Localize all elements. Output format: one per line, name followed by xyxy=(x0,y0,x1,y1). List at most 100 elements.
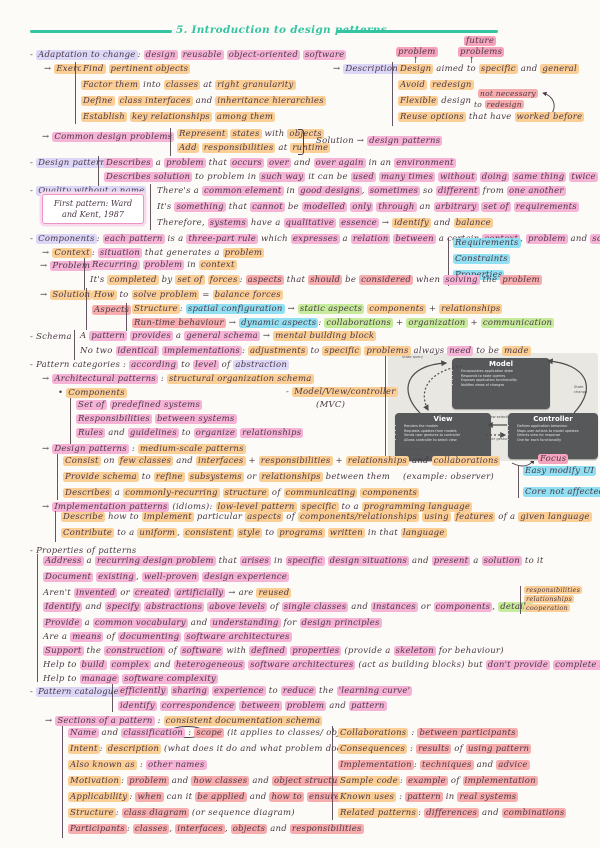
note-line: Describes a problem that occurs over and… xyxy=(104,158,456,169)
note-text: and xyxy=(173,456,196,466)
highlighted-text: relationships xyxy=(345,456,409,466)
highlighted-text: responsibilities xyxy=(258,456,333,466)
highlighted-text: something xyxy=(174,202,226,212)
highlighted-text: Context xyxy=(52,248,92,258)
note-text: + xyxy=(467,318,481,328)
highlighted-text: Structure xyxy=(132,304,180,314)
note-text: and xyxy=(479,808,502,818)
highlighted-text: general schema xyxy=(184,331,260,341)
highlighted-text: reusable xyxy=(180,50,224,60)
highlighted-text: Flexible xyxy=(398,96,439,106)
label-aspects: Aspects xyxy=(92,305,132,316)
highlighted-text: objects xyxy=(287,129,324,139)
highlighted-text: complex xyxy=(109,660,152,670)
highlighted-text: Establish xyxy=(81,112,128,122)
label-implementation-patterns: → Implementation patterns (idioms): low-… xyxy=(42,502,473,513)
note-text: or xyxy=(417,602,434,612)
note-line: Design aimed to specific and general xyxy=(398,64,579,75)
highlighted-text: occurs xyxy=(229,158,265,168)
divider-line xyxy=(98,156,99,186)
highlighted-text: Implementation patterns xyxy=(52,502,170,512)
highlighted-text: given language xyxy=(518,512,592,522)
note-text: aimed to xyxy=(433,64,479,74)
highlighted-text: single classes xyxy=(281,602,349,612)
highlighted-text: pattern xyxy=(405,792,443,802)
highlighted-text: systems xyxy=(207,218,248,228)
divider-line xyxy=(448,238,449,286)
highlighted-text: organize xyxy=(193,428,238,438)
note-line: Collaborations : between participants xyxy=(338,728,518,739)
highlighted-text: class diagram xyxy=(121,808,189,818)
note-text: or xyxy=(243,472,260,482)
note-text: Help to xyxy=(43,674,80,684)
note-text: It's xyxy=(90,275,108,285)
solid-line-swatch xyxy=(396,448,406,450)
bracket xyxy=(298,129,304,155)
note-text: and xyxy=(168,776,192,786)
note-text: of xyxy=(103,632,119,642)
note-text: in xyxy=(184,260,199,270)
highlighted-text: among them xyxy=(214,112,276,122)
highlighted-text: commonly-recurring xyxy=(123,488,220,498)
highlighted-text: object structures xyxy=(272,776,354,786)
highlighted-text: Motivation xyxy=(68,776,122,786)
note-text: (it applies to classes/ objects) xyxy=(224,728,363,738)
highlighted-text: completed xyxy=(107,275,159,285)
highlighted-text: consistent xyxy=(183,528,234,538)
note-text: (idioms): xyxy=(169,502,216,512)
note-text: from xyxy=(479,186,508,196)
note-line: identify correspondence between problem … xyxy=(118,701,387,712)
note-line: Help to build complex and heterogeneous … xyxy=(43,660,600,671)
float-solution: Solution → design patterns xyxy=(316,136,443,147)
highlighted-text: be applied xyxy=(195,792,247,802)
note-text: that generates a xyxy=(141,248,223,258)
note-text: , xyxy=(520,234,526,244)
label-common-problems: → Common design problems xyxy=(42,132,175,143)
note-text: that xyxy=(205,158,230,168)
note-text: : xyxy=(91,248,98,258)
callout-line: First pattern: Ward xyxy=(53,199,133,208)
mvc-box-title: Model xyxy=(489,360,513,368)
highlighted-text: Responsibilities xyxy=(76,414,153,424)
highlighted-text: using xyxy=(422,512,451,522)
note-text: a xyxy=(111,488,124,498)
note-text: → xyxy=(42,444,53,454)
highlighted-text: context xyxy=(198,260,237,270)
highlighted-text: Related patterns xyxy=(338,808,419,818)
label-design-patterns: → Design patterns : medium-scale pattern… xyxy=(42,444,246,455)
note-text: the xyxy=(83,646,105,656)
mvc-bullet: Notifies views of changes xyxy=(461,383,547,388)
highlighted-text: combinations xyxy=(501,808,567,818)
highlighted-text: implement xyxy=(141,512,194,522)
note-text: and xyxy=(567,234,591,244)
highlighted-text: Provide schema xyxy=(63,472,139,482)
mvc-bullet: Exposes application functionality xyxy=(461,378,547,383)
note-line: Implementation: techniques and advice xyxy=(338,760,530,771)
highlighted-text: software xyxy=(302,50,347,60)
note-text: how to xyxy=(105,512,142,522)
note-text: : xyxy=(154,716,164,726)
highlighted-text: present xyxy=(431,556,471,566)
highlighted-text: classes xyxy=(163,80,201,90)
note-text: → xyxy=(42,132,53,142)
note-line: Contribute to a uniform, consistent styl… xyxy=(61,528,447,539)
note-catalogues: - Pattern catalogues xyxy=(30,687,126,698)
note-text: which xyxy=(258,234,291,244)
highlighted-text: environment xyxy=(394,158,456,168)
highlighted-text: ensure xyxy=(307,792,342,802)
highlighted-text: means xyxy=(70,632,104,642)
highlighted-text: software xyxy=(179,646,224,656)
divider-line xyxy=(70,398,71,444)
note-text: , xyxy=(224,824,231,834)
highlighted-text: Run-time behaviour xyxy=(132,318,226,328)
note-text: to be xyxy=(473,346,503,356)
note-line: Name and classification : scope (it appl… xyxy=(68,728,362,739)
highlighted-text: without xyxy=(438,172,477,182)
note-adaptation: - Adaptation to change: design reusable … xyxy=(30,50,347,61)
note-text: : xyxy=(241,346,249,356)
highlighted-text: between systems xyxy=(154,414,237,424)
highlighted-text: Applicability xyxy=(68,792,130,802)
highlighted-text: adjustments xyxy=(248,346,308,356)
highlighted-text: same thing xyxy=(512,172,567,182)
highlighted-text: Structure xyxy=(68,808,116,818)
